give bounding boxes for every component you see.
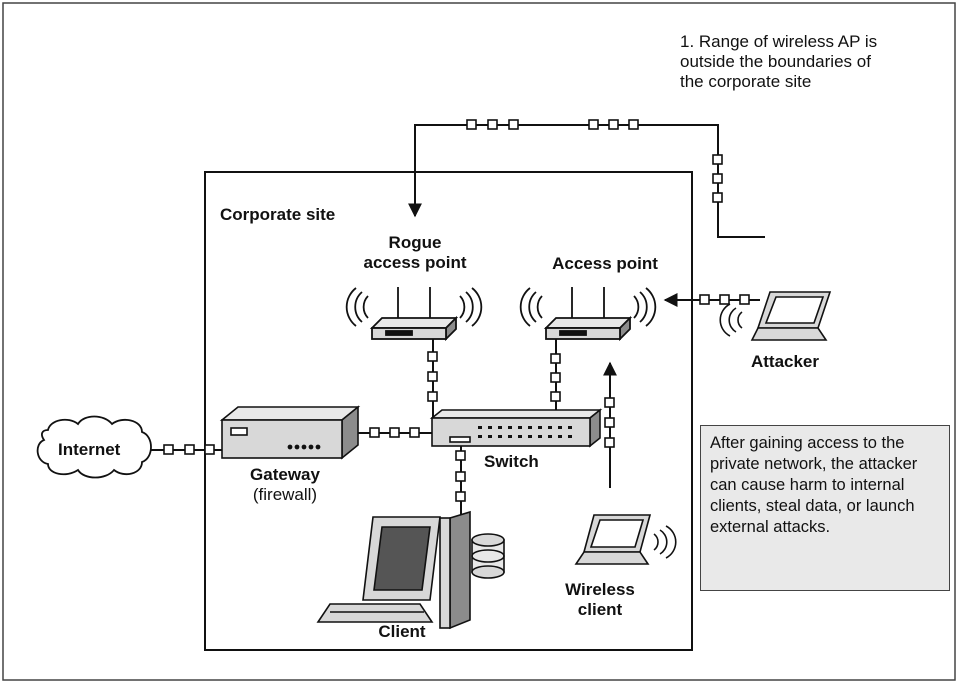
internet-cloud-icon [36,415,152,479]
corporate-site-label: Corporate site [220,205,336,224]
internet-label: Internet [58,440,121,459]
wireless-client-label-line: Wireless [565,580,635,599]
gateway-label: Gateway [250,465,320,484]
attacker-label: Attacker [750,352,820,371]
rogue-access-point-icon [345,287,483,342]
rogue-access-point-label: Rogue access point [355,233,475,273]
access-point-label: Access point [552,254,658,273]
switch-icon [429,408,603,448]
client-label: Client [378,622,426,641]
switch-label: Switch [484,452,539,471]
range-note-line: outside the boundaries of [680,52,871,72]
gateway-sublabel: (firewall) [252,485,318,505]
wireless-client-label: Wireless client [545,580,655,620]
client-computer-icon [316,510,505,630]
rogue-label-line: Rogue [388,233,442,252]
wireless-client-label-line: client [577,600,623,620]
gateway-icon [219,405,361,460]
wireless-client-laptop-icon [574,514,677,565]
gateway-label-group: Gateway (firewall) [235,465,335,505]
corporate-site-boundary [204,171,693,651]
rogue-label-line: access point [363,253,467,273]
range-note: 1. Range of wireless AP is outside the b… [680,32,877,92]
access-point-icon [519,287,657,342]
range-note-line: 1. Range of wireless AP is [680,32,878,51]
attacker-laptop-icon [719,291,832,341]
cable-connectors [163,119,750,502]
attack-note-box: After gaining access to the private netw… [700,425,950,591]
range-note-line: the corporate site [680,72,812,92]
